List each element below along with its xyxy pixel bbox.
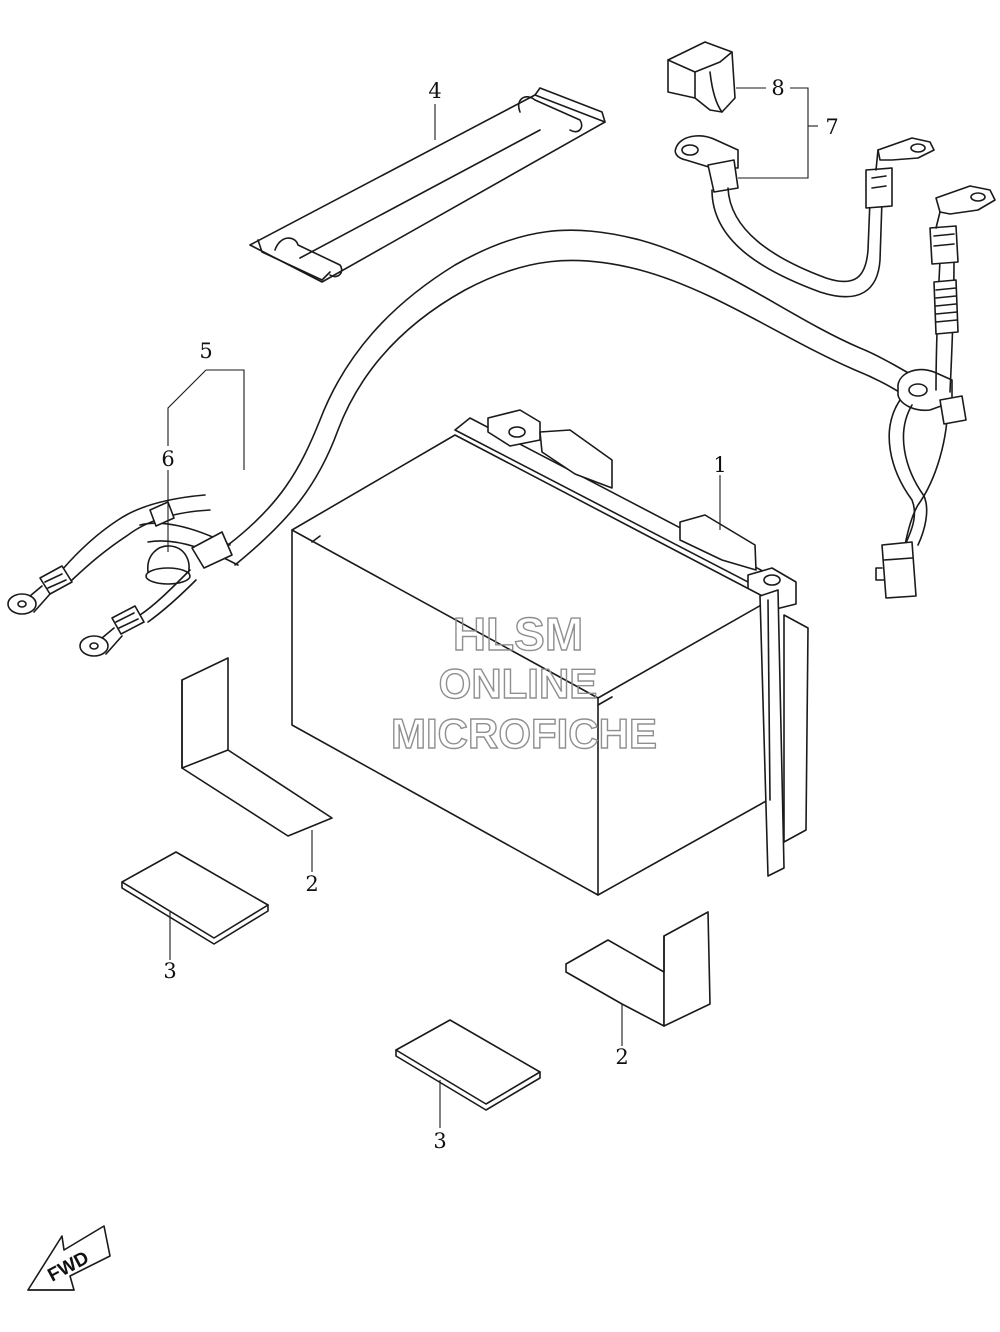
callout-7: 7 [825,115,838,139]
bracket-right [565,911,711,1027]
battery [291,409,809,896]
watermark-line-3: MICROFICHE [391,710,657,757]
battery-cable-short [674,135,935,298]
callout-1: 1 [713,453,726,477]
pad-right [395,1019,541,1111]
forward-arrow-icon: FWD [27,1225,111,1291]
callout-8: 8 [771,76,784,100]
bracket-left [181,657,333,837]
callout-4: 4 [428,79,441,103]
terminal-cover [667,41,736,113]
battery-band [249,87,606,283]
callout-2-right: 2 [615,1045,628,1069]
watermark-line-2: ONLINE [439,660,598,707]
pad-left [121,851,269,945]
callout-3-right: 3 [433,1129,446,1153]
battery-cable-harness [7,185,996,657]
watermark-line-1: HLSM [453,608,583,660]
leader-lines [167,87,818,1128]
callout-2-left: 2 [305,872,318,896]
callout-3-left: 3 [163,959,176,983]
watermark: HLSM ONLINE MICROFICHE [390,607,657,757]
callout-6: 6 [161,447,174,471]
callout-5: 5 [199,339,212,363]
